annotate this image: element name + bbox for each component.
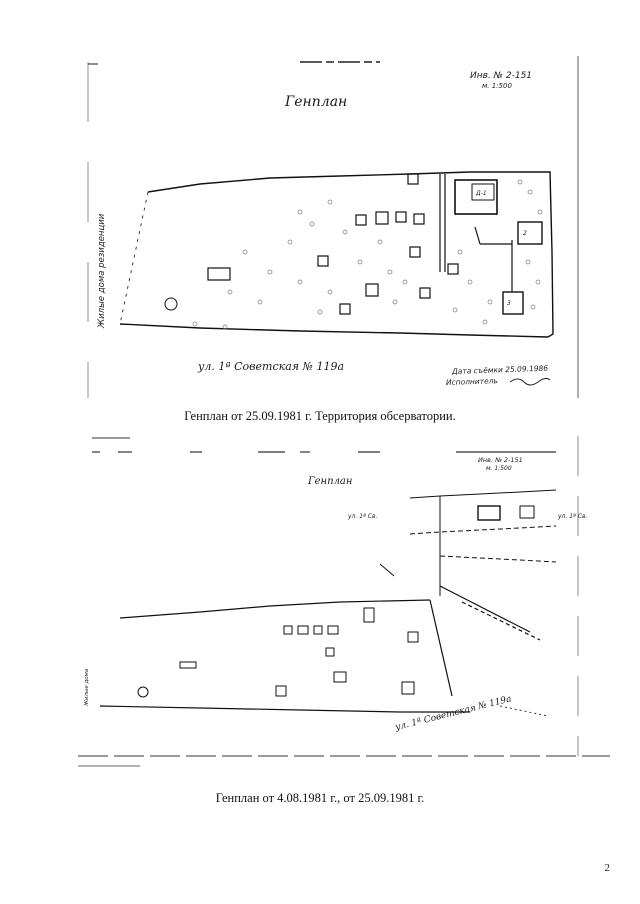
scale-label: м. 1:500 bbox=[482, 82, 512, 90]
executor-label: Исполнитель bbox=[446, 376, 498, 387]
caption-plan-1: Генплан от 25.09.1981 г. Территория обсе… bbox=[184, 409, 456, 423]
plan2-left-note: Жилые дома bbox=[84, 668, 90, 707]
page-number: 2 bbox=[604, 862, 611, 874]
plan-scan-1: Генплан Инв. № 2-151 м. 1:500 Жилые дома… bbox=[0, 52, 640, 400]
plan2-structures bbox=[179, 607, 419, 697]
building-3: 3 bbox=[502, 291, 524, 315]
plan2-well-marker bbox=[137, 686, 149, 698]
signature bbox=[509, 377, 551, 386]
street-label: ул. 1ª Советская № 119а bbox=[197, 360, 344, 373]
svg-text:2: 2 bbox=[523, 230, 527, 237]
plan2-street-label: ул. 1ª Советская № 119а bbox=[393, 694, 512, 733]
plan-title: Генплан bbox=[284, 94, 347, 110]
plan2-inventory: Инв. № 2-151 bbox=[478, 456, 523, 464]
plan2-scale: м. 1:500 bbox=[486, 465, 512, 472]
plan2-legend-lines bbox=[499, 705, 549, 717]
plan-scan-2: Генплан Инв. № 2-151 м. 1:500 ул. 1ª Св.… bbox=[0, 436, 640, 776]
survey-date: Дата съёмки 25.09.1986 bbox=[451, 364, 549, 376]
upper-right-note: ул. 1ª Св. bbox=[557, 513, 587, 520]
building-2: 2 bbox=[517, 221, 543, 245]
north-arrow bbox=[379, 563, 395, 577]
svg-text:3: 3 bbox=[507, 300, 511, 307]
tree-scatter bbox=[192, 179, 543, 330]
svg-text:Д-1: Д-1 bbox=[475, 190, 487, 197]
small-structures bbox=[207, 173, 459, 315]
upper-site bbox=[409, 489, 557, 596]
left-side-label: Жилые дома резиденции bbox=[97, 213, 107, 329]
building-main: Д-1 bbox=[454, 179, 498, 215]
fence-lines bbox=[439, 174, 513, 292]
inventory-number: Инв. № 2-151 bbox=[470, 71, 532, 81]
upper-left-note: ул. 1ª Св. bbox=[347, 513, 377, 520]
site-boundary bbox=[119, 171, 554, 338]
well-marker bbox=[164, 297, 178, 311]
plan2-boundary bbox=[99, 585, 541, 713]
plan2-title: Генплан bbox=[307, 476, 352, 487]
caption-plan-2: Генплан от 4.08.1981 г., от 25.09.1981 г… bbox=[215, 791, 425, 805]
